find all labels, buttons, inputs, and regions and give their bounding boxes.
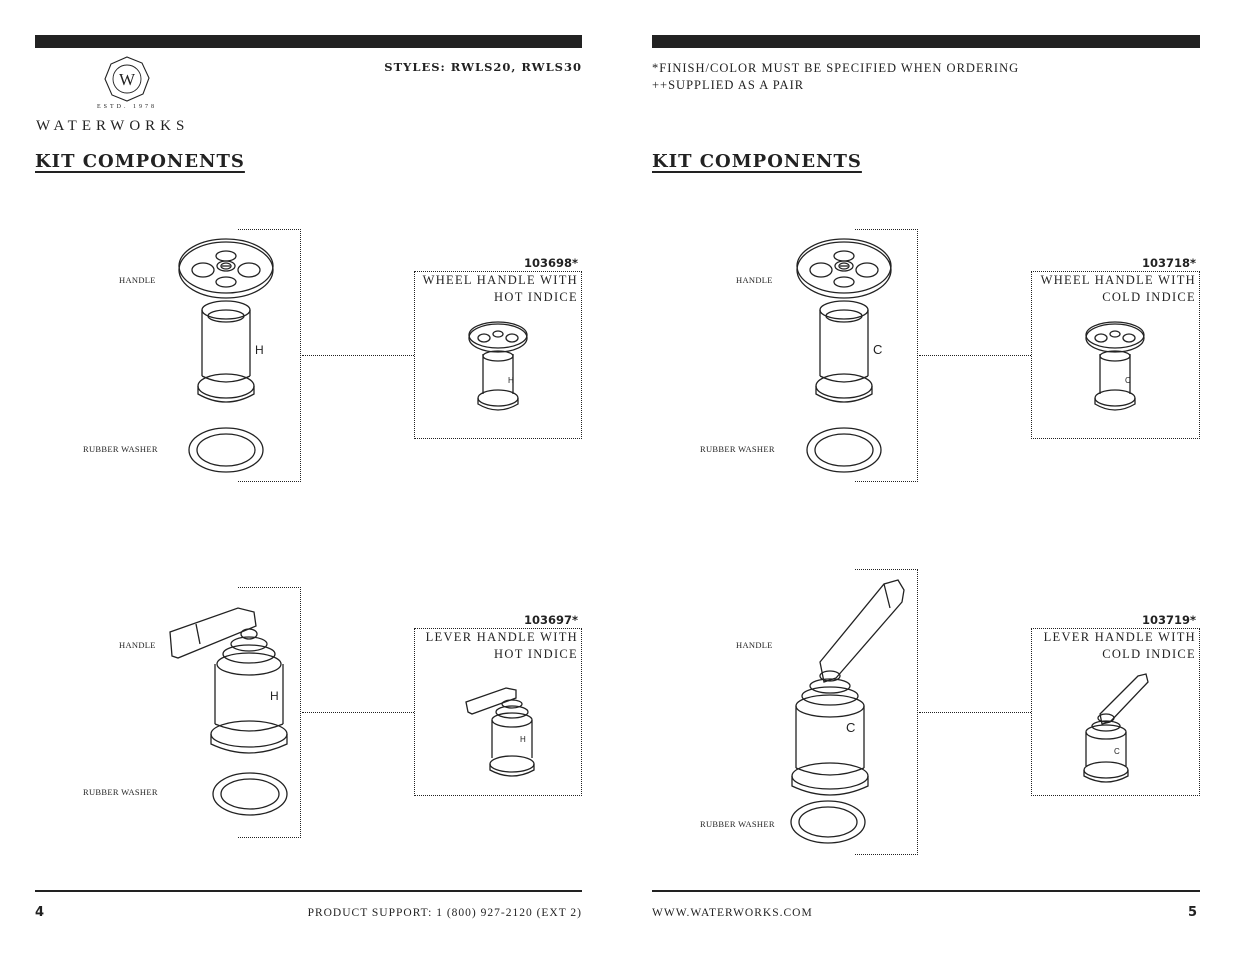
page-number: 5 (1188, 905, 1198, 920)
lever-handle-exploded-drawing: H (169, 607, 288, 816)
logo-established: ESTD. 1978 (97, 104, 157, 110)
indice-glyph: H (270, 689, 279, 703)
leader-line (919, 355, 1031, 356)
exploded-view-bracket (238, 587, 301, 838)
indice-glyph: C (846, 720, 855, 735)
right-top-bar (652, 35, 1200, 48)
finish-note: *FINISH/COLOR MUST BE SPECIFIED WHEN ORD… (652, 61, 1020, 75)
indice-glyph: C (1114, 747, 1120, 756)
callout-rubber-washer: RUBBER WASHER (83, 787, 158, 797)
indice-glyph: C (1125, 376, 1131, 385)
wheel-handle-exploded-drawing: H (178, 238, 274, 473)
leader-line (302, 355, 414, 356)
part-label-line1: LEVER HANDLE WITH (425, 630, 578, 644)
component-box (414, 628, 582, 796)
component-box (1031, 271, 1200, 439)
left-top-bar (35, 35, 582, 48)
right-page-heading: KIT COMPONENTS (652, 151, 862, 172)
right-footer-rule (652, 890, 1200, 892)
left-footer-rule (35, 890, 582, 892)
part-number: 103718* (1141, 256, 1196, 270)
exploded-view-bracket (855, 229, 918, 482)
component-box (414, 271, 582, 439)
indice-glyph: H (508, 376, 514, 385)
website-url[interactable]: WWW.WATERWORKS.COM (652, 907, 813, 919)
exploded-view-bracket (238, 229, 301, 482)
part-label-line1: WHEEL HANDLE WITH (422, 273, 578, 287)
indice-glyph: H (520, 735, 526, 744)
part-number: 103698* (523, 256, 578, 270)
part-number: 103719* (1141, 613, 1196, 627)
indice-glyph: H (255, 343, 264, 357)
wheel-handle-exploded-drawing: C (796, 238, 892, 473)
exploded-view-bracket (855, 569, 918, 855)
callout-handle: HANDLE (736, 275, 773, 285)
part-label-line1: LEVER HANDLE WITH (1043, 630, 1196, 644)
part-label-line2: HOT INDICE (494, 290, 578, 304)
page-number: 4 (35, 905, 45, 920)
pair-note: ++SUPPLIED AS A PAIR (652, 78, 805, 92)
callout-handle: HANDLE (119, 640, 156, 650)
part-number: 103697* (523, 613, 578, 627)
part-label-line2: COLD INDICE (1102, 647, 1196, 661)
callout-handle: HANDLE (736, 640, 773, 650)
product-support-text: PRODUCT SUPPORT: 1 (800) 927-2120 (EXT 2… (307, 907, 582, 919)
part-label-line2: COLD INDICE (1102, 290, 1196, 304)
logo-wordmark: WATERWORKS (36, 118, 190, 134)
styles-label: STYLES: RWLS20, RWLS30 (384, 60, 582, 74)
indice-glyph: C (873, 342, 882, 357)
lever-handle-assembled-thumbnail: C (1083, 673, 1149, 783)
component-box (1031, 628, 1200, 796)
callout-rubber-washer: RUBBER WASHER (700, 819, 775, 829)
leader-line (919, 712, 1031, 713)
logo-monogram: W (119, 70, 136, 89)
lever-handle-assembled-thumbnail: H (465, 687, 535, 777)
part-label-line1: WHEEL HANDLE WITH (1040, 273, 1196, 287)
waterworks-logo-icon: W (104, 56, 150, 102)
callout-handle: HANDLE (119, 275, 156, 285)
lever-handle-exploded-drawing: C (790, 579, 905, 844)
wheel-handle-assembled-thumbnail: C (1085, 321, 1145, 411)
wheel-handle-assembled-thumbnail: H (468, 321, 528, 411)
part-label-line2: HOT INDICE (494, 647, 578, 661)
leader-line (302, 712, 414, 713)
left-page-heading: KIT COMPONENTS (35, 151, 245, 172)
callout-rubber-washer: RUBBER WASHER (83, 444, 158, 454)
callout-rubber-washer: RUBBER WASHER (700, 444, 775, 454)
